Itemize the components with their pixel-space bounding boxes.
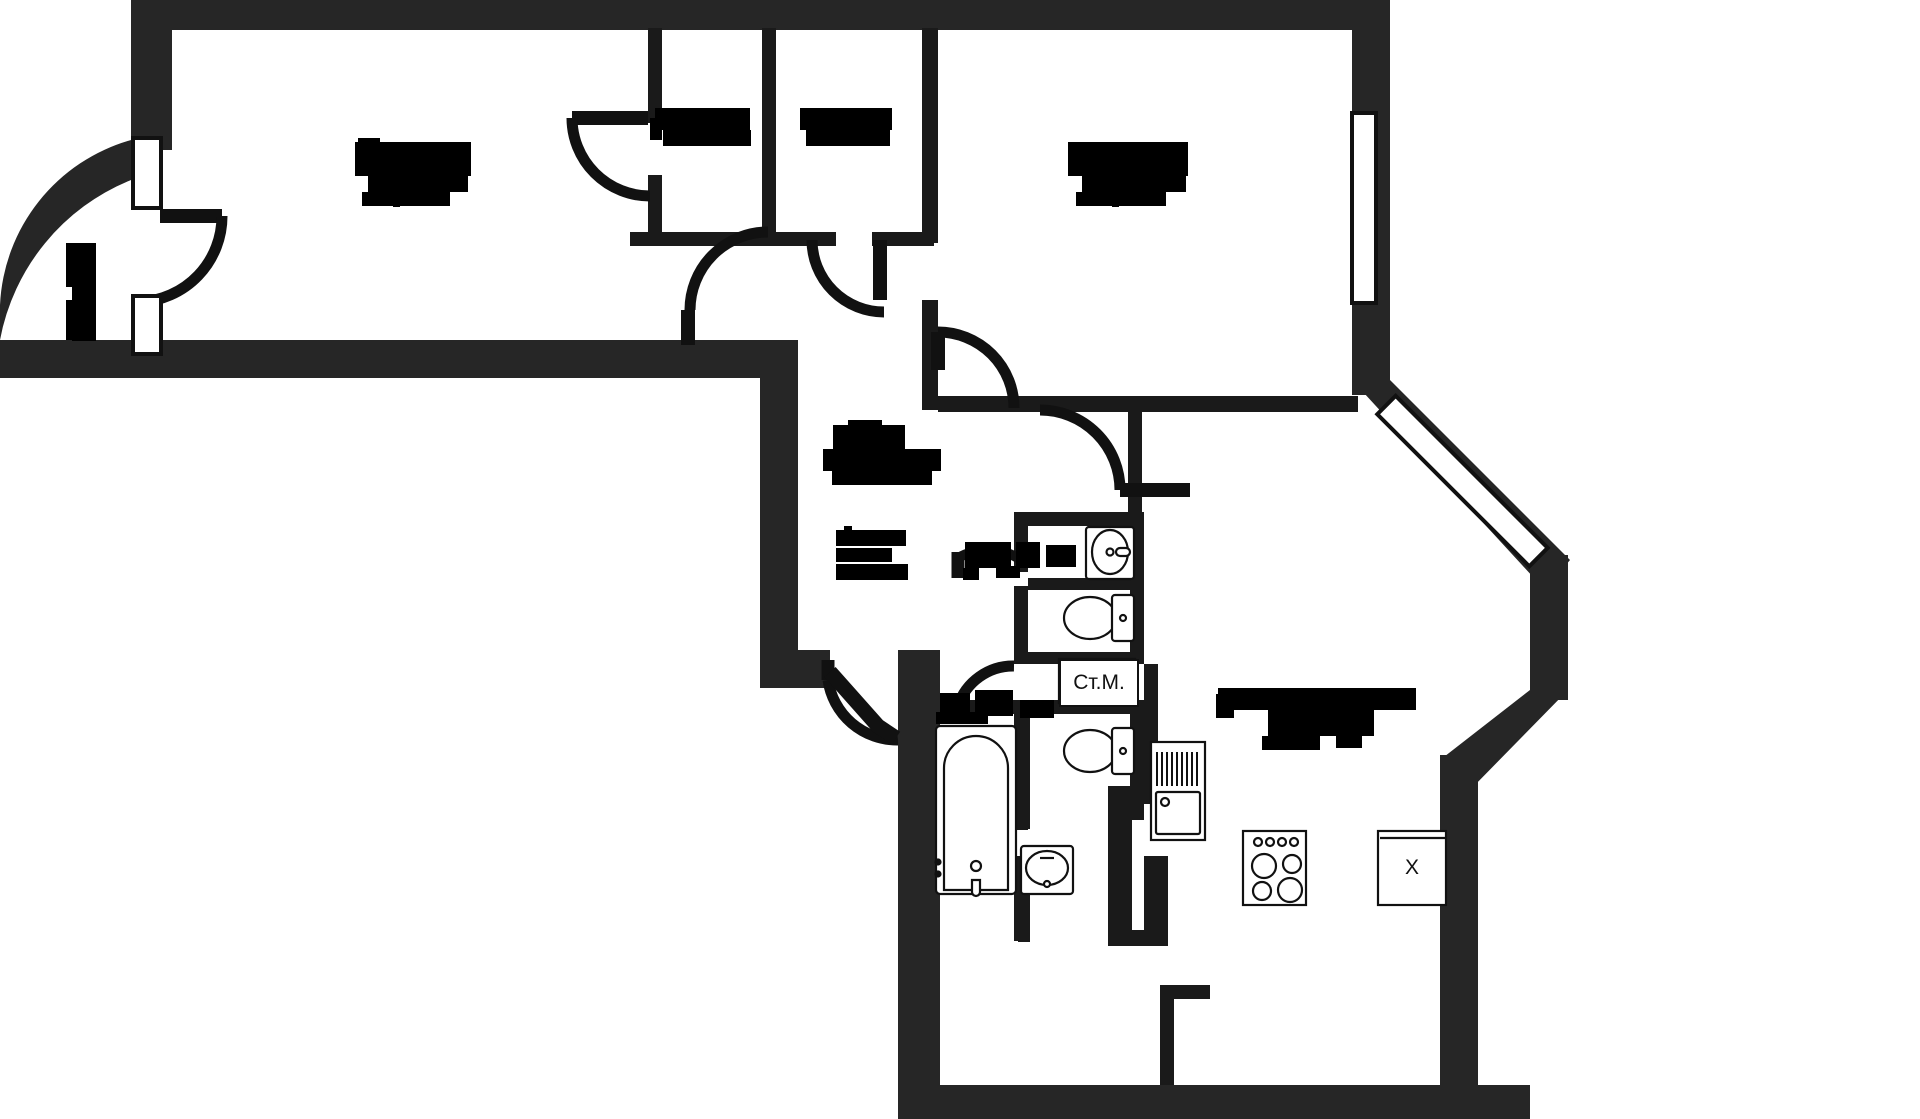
washing-machine-label: Ст.М. xyxy=(1059,659,1139,707)
cooktop-icon xyxy=(1241,829,1308,907)
washing-machine-text: Ст.М. xyxy=(1073,671,1125,694)
redacted-block-right-room xyxy=(1068,142,1188,207)
bathtub-icon xyxy=(934,724,1018,898)
structural-walls xyxy=(0,0,1570,1119)
refrigerator-icon xyxy=(1376,829,1448,907)
redacted-block-middle-a xyxy=(650,108,751,146)
redacted-block-entry xyxy=(66,243,96,341)
redacted-block-middle-b xyxy=(800,108,892,146)
redacted-block-kitchen xyxy=(1216,688,1416,750)
sink-lower-icon xyxy=(1019,844,1075,896)
redacted-block-bath-upper xyxy=(963,542,1076,580)
toilet-lower-icon xyxy=(1062,726,1136,776)
toilet-upper-icon xyxy=(1062,593,1136,643)
refrigerator-label: X xyxy=(1378,831,1446,905)
redacted-block-bath-lower xyxy=(936,690,1054,724)
door-swings xyxy=(139,111,1190,746)
redacted-label-blocks xyxy=(66,108,1416,750)
redacted-block-corridor xyxy=(823,420,941,485)
redacted-block-living-room-left xyxy=(355,138,471,207)
sink-upper-icon xyxy=(1084,525,1136,581)
refrigerator-text: X xyxy=(1404,856,1419,879)
water-heater-icon xyxy=(1149,740,1207,842)
redacted-block-hall xyxy=(836,526,908,580)
windows xyxy=(131,111,1551,570)
